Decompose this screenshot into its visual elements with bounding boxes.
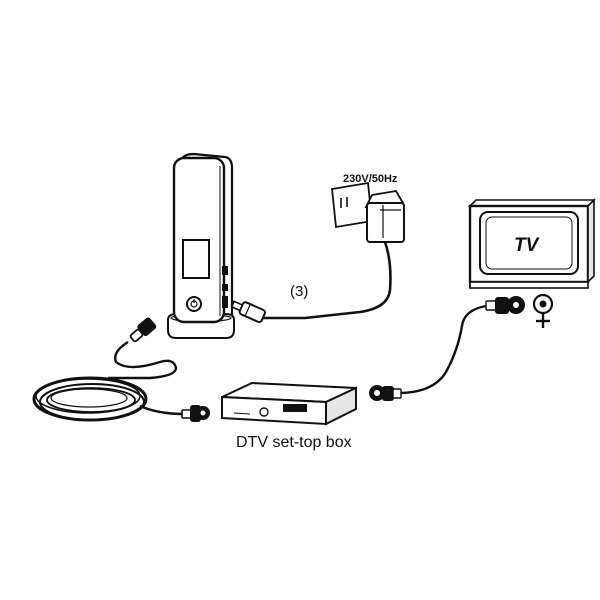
step-number-label: (3) <box>290 283 308 300</box>
tv-screen <box>479 211 579 275</box>
stb-knob <box>259 407 269 417</box>
power-adapter <box>230 181 405 323</box>
coax-plug-stb <box>369 385 402 401</box>
antenna-side-port <box>222 266 228 275</box>
cable-coil <box>32 376 148 422</box>
adapter-body <box>366 202 405 243</box>
dc-cable <box>262 241 392 320</box>
tv-coax-line <box>400 304 487 395</box>
antenna-power-button <box>186 296 202 312</box>
antenna-socket-icon <box>532 293 554 328</box>
coax-plug-tv <box>485 296 525 314</box>
tv-label: TV <box>514 235 540 256</box>
indoor-antenna <box>167 152 235 339</box>
set-top-box <box>221 381 357 426</box>
set-top-box-label: DTV set-top box <box>236 434 352 451</box>
antenna-cable-connector <box>137 317 157 337</box>
power-label: 230V/50Hz <box>343 173 398 185</box>
coax-plug-left <box>181 405 210 422</box>
antenna-cable <box>32 317 210 422</box>
stb-front <box>221 395 327 426</box>
tv-cable <box>369 293 554 401</box>
antenna-display <box>182 239 210 279</box>
dc-plug <box>230 300 266 323</box>
television <box>468 198 596 289</box>
stb-display <box>283 404 307 412</box>
